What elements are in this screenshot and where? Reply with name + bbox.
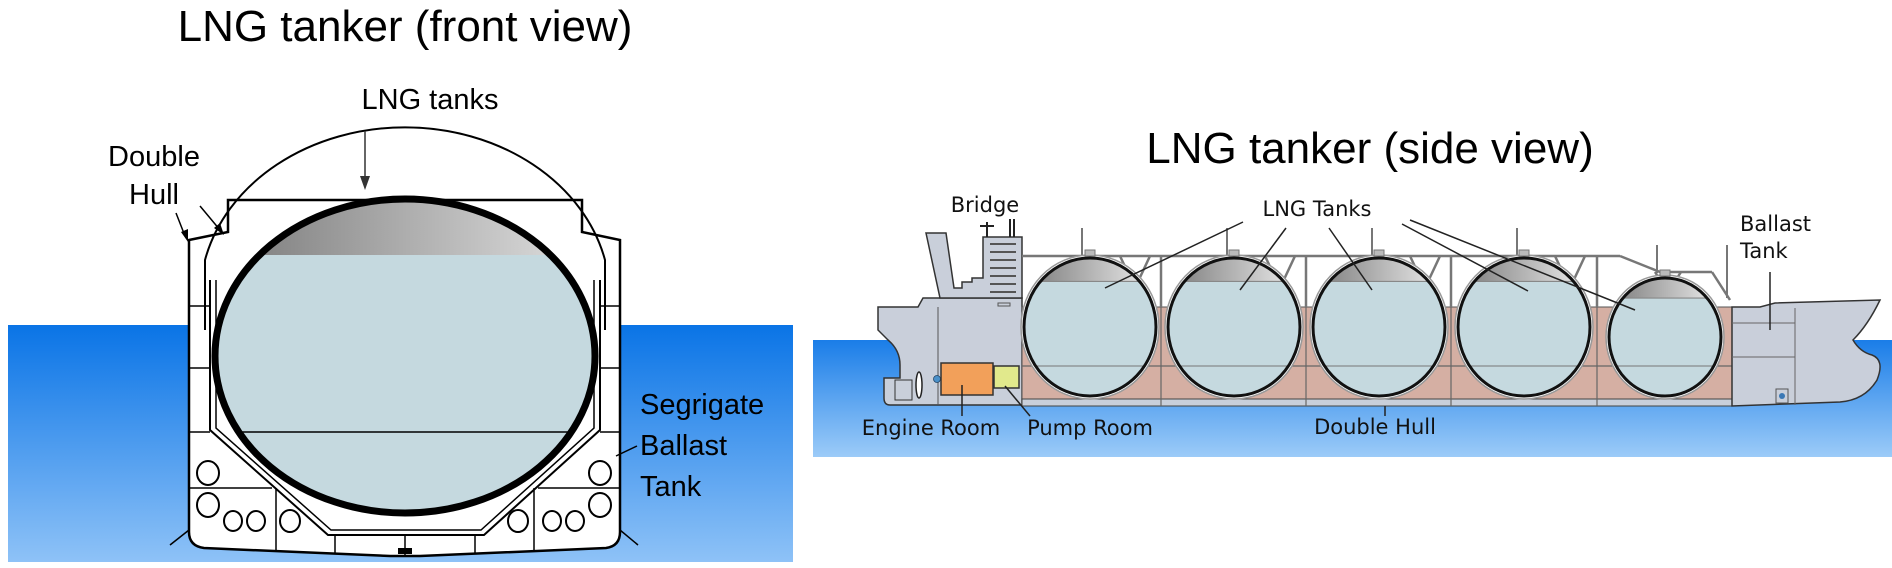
lng-tank-side xyxy=(1020,249,1160,400)
arrow-icon xyxy=(360,176,370,190)
label-pump-room: Pump Room xyxy=(1027,416,1153,440)
label-double-hull-side: Double Hull xyxy=(1314,415,1436,439)
pump-room xyxy=(993,365,1020,389)
propeller-icon xyxy=(915,371,923,399)
lng-tank-side xyxy=(1605,269,1725,400)
lng-tank-side xyxy=(1164,249,1304,400)
side-view-title: LNG tanker (side view) xyxy=(1146,124,1593,173)
bow-hull xyxy=(1731,299,1882,407)
front-view-title: LNG tanker (front view) xyxy=(178,2,633,51)
masts xyxy=(1081,228,1728,298)
inner-hull-front xyxy=(209,280,601,536)
funnel xyxy=(925,232,1023,299)
engine-room xyxy=(940,362,994,396)
label-engine-room: Engine Room xyxy=(862,416,1000,440)
double-hull-arch xyxy=(204,126,606,330)
label-ballast-side-1: Ballast xyxy=(1740,212,1811,236)
label-bridge: Bridge xyxy=(951,193,1019,217)
bow-compartments xyxy=(1732,308,1796,405)
label-tank: Tank xyxy=(640,471,702,503)
leader-lines xyxy=(961,219,1771,417)
bridge-windows xyxy=(990,243,1016,293)
label-lng-tanks-front: LNG tanks xyxy=(362,84,499,116)
ballast-pipes-front xyxy=(196,460,612,533)
front-view: LNG tanker (front view) xyxy=(8,2,793,562)
arrow-icon xyxy=(181,229,188,242)
label-double-hull-2: Hull xyxy=(129,179,179,211)
side-tanks xyxy=(1020,249,1725,400)
ballast-cells-front xyxy=(169,305,639,556)
label-ballast-side-2: Tank xyxy=(1739,239,1789,263)
lng-tank-side xyxy=(1454,249,1594,400)
label-double-hull-1: Double xyxy=(108,141,200,173)
lng-tank-side xyxy=(1309,249,1449,400)
label-lng-tanks-side: LNG Tanks xyxy=(1263,197,1372,221)
arrow-icon xyxy=(214,223,224,235)
label-ballast: Ballast xyxy=(640,430,727,462)
label-segrigate: Segrigate xyxy=(640,389,764,421)
side-view: LNG tanker (side view) xyxy=(813,124,1892,457)
